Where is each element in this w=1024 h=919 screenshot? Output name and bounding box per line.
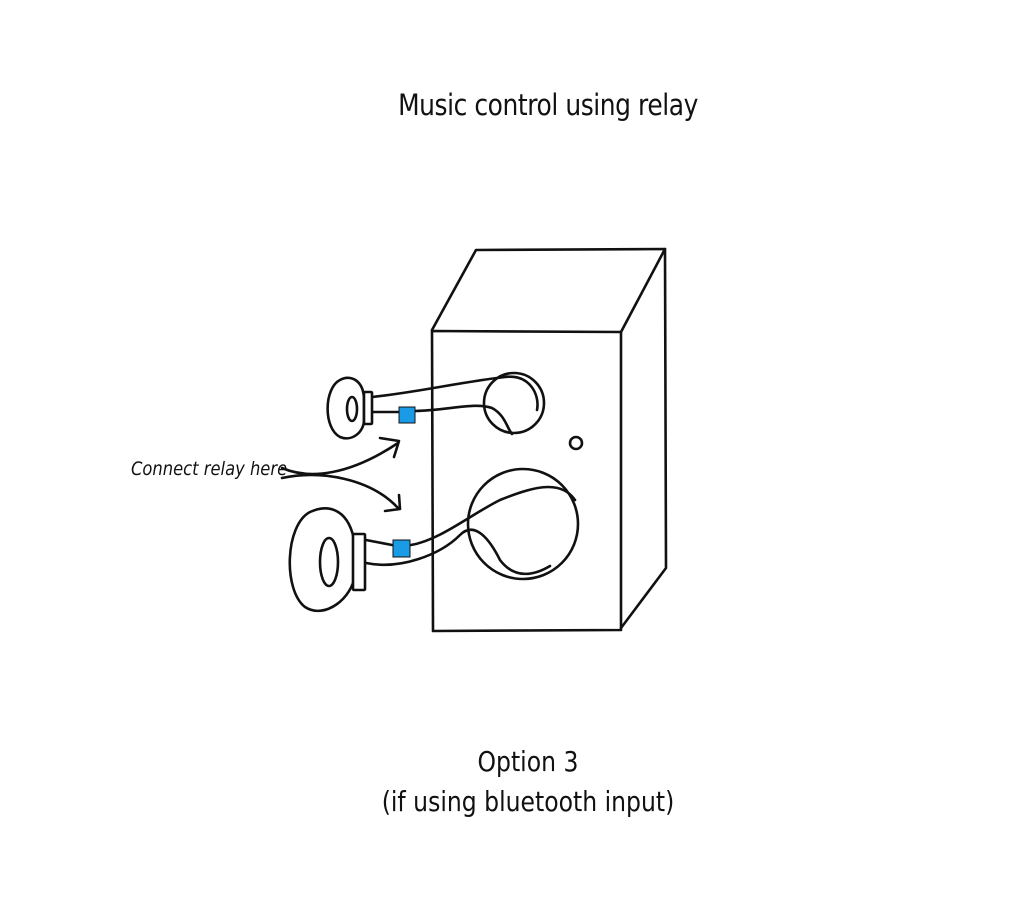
relay-point-woofer xyxy=(392,539,411,558)
arrow-to-woofer-relay xyxy=(280,473,402,513)
woofer-driver xyxy=(288,507,367,613)
diagram-title: Music control using relay xyxy=(398,88,698,122)
caption-option: Option 3 xyxy=(477,745,579,778)
speaker-cabinet xyxy=(430,247,668,633)
arrow-to-tweeter-relay xyxy=(280,436,401,476)
caption-note: (if using bluetooth input) xyxy=(381,785,675,818)
woofer-hole xyxy=(466,467,580,581)
tweeter-wires xyxy=(370,375,539,436)
indicator-dot xyxy=(568,435,584,451)
woofer-wires xyxy=(364,485,577,576)
tweeter-driver xyxy=(326,376,374,440)
tweeter-hole xyxy=(482,371,546,435)
connect-relay-label: Connect relay here xyxy=(131,458,288,480)
relay-point-tweeter xyxy=(398,406,416,424)
